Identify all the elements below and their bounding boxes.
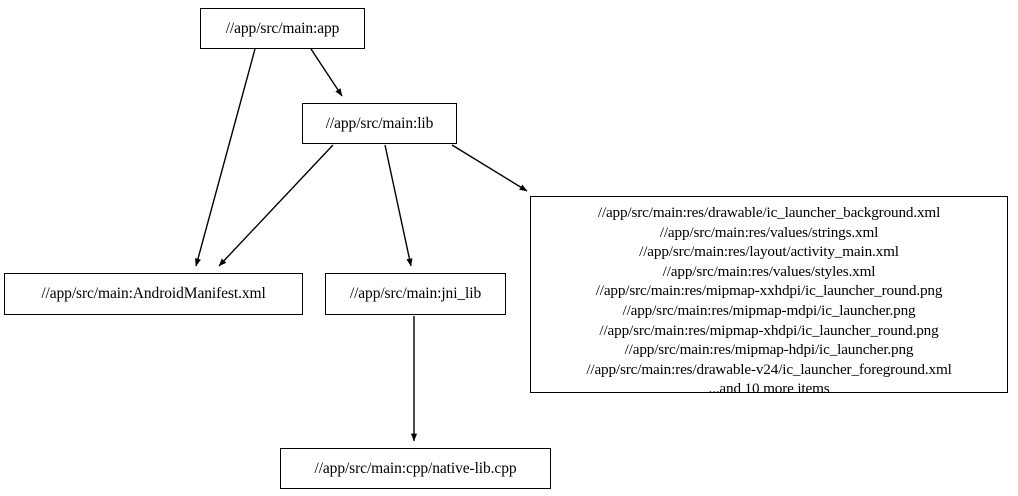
node-jni-lib[interactable]: //app/src/main:jni_lib: [325, 273, 506, 315]
resource-line: //app/src/main:res/drawable/ic_launcher_…: [597, 204, 941, 221]
resource-line: //app/src/main:res/layout/activity_main.…: [639, 243, 899, 261]
edge-lib-to-jni-lib: [384, 144, 413, 267]
resource-line: //app/src/main:res/values/styles.xml: [662, 262, 876, 280]
edge-lib-to-resources: [451, 144, 528, 192]
node-resources-bundle-label-list: //app/src/main:res/drawable/ic_launcher_…: [531, 197, 1007, 405]
edge-app-to-manifest: [194, 48, 256, 267]
resource-line: //app/src/main:res/mipmap-hdpi/ic_launch…: [624, 341, 914, 359]
resource-line: //app/src/main:res/mipmap-mdpi/ic_launch…: [622, 301, 916, 319]
node-lib-label: //app/src/main:lib: [325, 114, 434, 132]
node-native-lib-cpp-label: //app/src/main:cpp/native-lib.cpp: [314, 459, 517, 477]
resource-line: //app/src/main:res/drawable-v24/ic_launc…: [586, 360, 952, 378]
node-app-label: //app/src/main:app: [225, 19, 340, 37]
resource-line-more-items: ...and 10 more items: [708, 380, 830, 398]
node-native-lib-cpp[interactable]: //app/src/main:cpp/native-lib.cpp: [280, 448, 551, 489]
node-app[interactable]: //app/src/main:app: [200, 8, 365, 49]
edge-lib-to-manifest: [218, 144, 334, 267]
node-android-manifest[interactable]: //app/src/main:AndroidManifest.xml: [4, 273, 303, 315]
node-lib[interactable]: //app/src/main:lib: [302, 103, 457, 144]
node-jni-lib-label: //app/src/main:jni_lib: [349, 285, 482, 303]
resource-line: //app/src/main:res/mipmap-xhdpi/ic_launc…: [599, 321, 939, 339]
edge-app-to-lib: [310, 48, 343, 97]
node-resources-bundle[interactable]: //app/src/main:res/drawable/ic_launcher_…: [530, 196, 1008, 397]
resource-line: //app/src/main:res/mipmap-xxhdpi/ic_laun…: [595, 282, 943, 300]
node-android-manifest-label: //app/src/main:AndroidManifest.xml: [41, 285, 266, 303]
resource-line: //app/src/main:res/values/strings.xml: [659, 223, 879, 241]
